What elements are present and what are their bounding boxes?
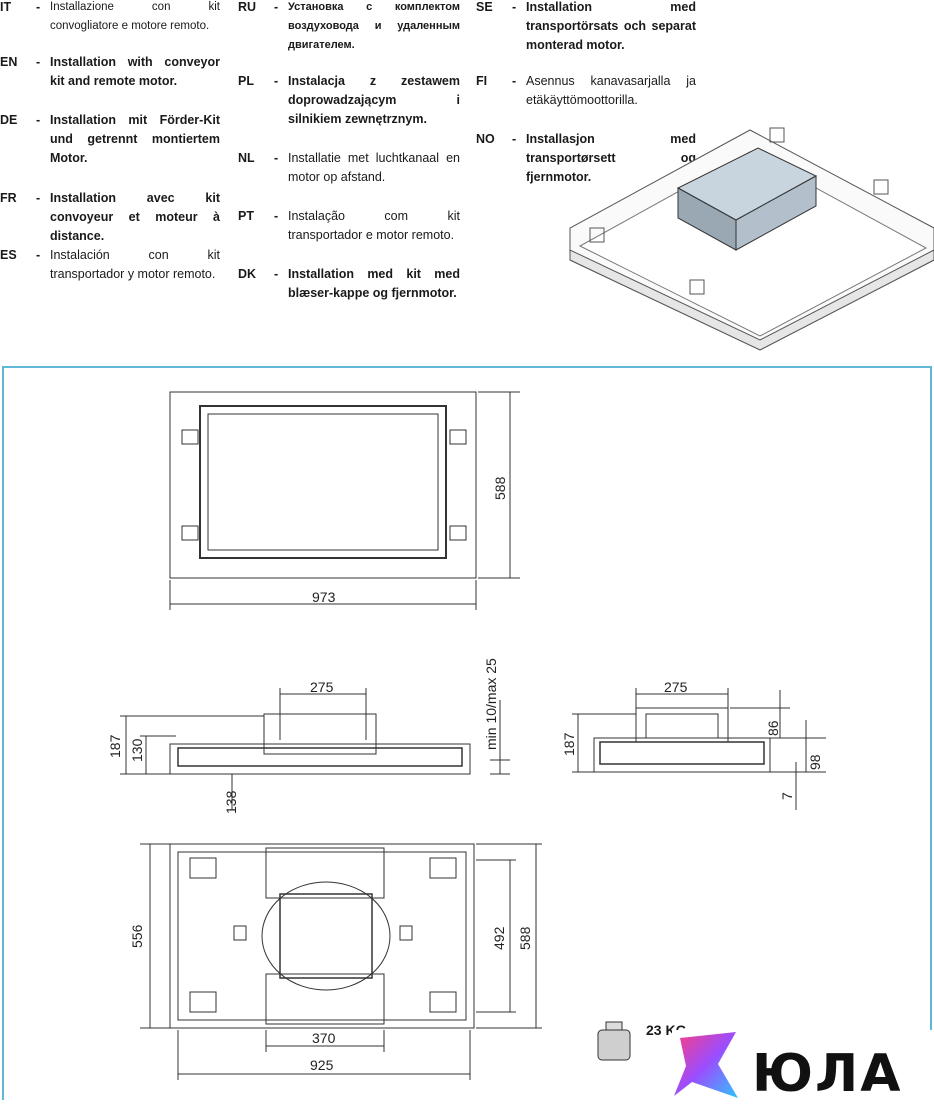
technical-drawing-frame (2, 366, 932, 1100)
lang-entry-de: DE - Installation mit Förder-Kit und get… (0, 111, 220, 168)
logo-text: ЮЛА (752, 1044, 903, 1104)
lang-text: Installation with conveyor kit and remot… (50, 55, 220, 88)
isometric-product-illustration (569, 127, 934, 351)
lang-text: Установка с комплектом воздуховода и уда… (288, 1, 460, 51)
dim-side-duct: 275 (664, 679, 688, 695)
dim-front-h1: 187 (107, 734, 123, 758)
weight-icon (597, 1021, 631, 1061)
dim-bottom-h3: 588 (517, 926, 533, 950)
dim-top-width: 973 (312, 589, 336, 605)
lang-text: Asennus kanavasarjalla ja etäkäyttömoott… (526, 74, 696, 107)
dim-bottom-w1: 370 (312, 1030, 336, 1046)
lang-text: Installazione con kit convogliatore e mo… (50, 1, 220, 32)
dim-side-h3: 98 (807, 754, 823, 770)
lang-text: Installasjon med transportørsett og fjer… (526, 132, 696, 184)
dim-side-h1: 187 (561, 732, 577, 756)
lang-entry-fr: FR - Installation avec kit convoyeur et … (0, 189, 220, 246)
lang-text: Instalação com kit transportador e motor… (288, 209, 460, 242)
dim-front-h2: 130 (129, 738, 145, 762)
lang-text: Installation mit Förder-Kit und getrennt… (50, 113, 220, 165)
lang-text: Instalación con kit transportador y moto… (50, 248, 220, 281)
dim-side-h4: 7 (779, 792, 795, 800)
lang-entry-fi: FI - Asennus kanavasarjalla ja etäkäyttö… (476, 72, 696, 110)
lang-entry-en: EN - Installation with conveyor kit and … (0, 53, 220, 91)
lang-text: Installation avec kit convoyeur et moteu… (50, 191, 220, 243)
lang-entry-es: ES - Instalación con kit transportador y… (0, 246, 220, 284)
logo-area (672, 1030, 934, 1100)
lang-entry-pt: PT - Instalação com kit transportador e … (238, 207, 460, 245)
lang-entry-it: IT - Installazione con kit convogliatore… (0, 0, 220, 36)
lang-entry-dk: DK - Installation med kit med blæser-kap… (238, 265, 460, 303)
lang-text: Installation med kit med blæser-kappe og… (288, 267, 460, 300)
lang-entry-pl: PL - Instalacja z zestawem doprowadzając… (238, 72, 460, 129)
technical-drawings: 973 588 275 187 130 138 min 10/max 25 27… (107, 391, 826, 1080)
dim-bottom-h1: 556 (129, 924, 145, 948)
dim-front-duct: 275 (310, 679, 334, 695)
lang-entry-no: NO - Installasjon med transportørsett og… (476, 130, 696, 187)
dim-bottom-w2: 925 (310, 1057, 334, 1073)
dim-side-h2: 86 (765, 720, 781, 736)
lang-text: Instalacja z zestawem doprowadzającym i … (288, 74, 460, 126)
dim-front-gap: min 10/max 25 (483, 658, 499, 750)
lang-text: Installatie met luchtkanaal en motor op … (288, 151, 460, 184)
dim-top-height: 588 (492, 476, 508, 500)
lang-entry-se: SE - Installation med transportörsats oc… (476, 0, 696, 55)
lang-text: Installation med transportörsats och sep… (526, 0, 696, 52)
lang-entry-nl: NL - Installatie met luchtkanaal en moto… (238, 149, 460, 187)
logo-star-icon (674, 1032, 738, 1098)
lang-code: IT (0, 0, 12, 14)
dim-bottom-h2: 492 (491, 926, 507, 950)
lang-entry-ru: RU - Установка с комплектом воздуховода … (238, 0, 460, 55)
dim-front-h3: 138 (223, 790, 239, 814)
